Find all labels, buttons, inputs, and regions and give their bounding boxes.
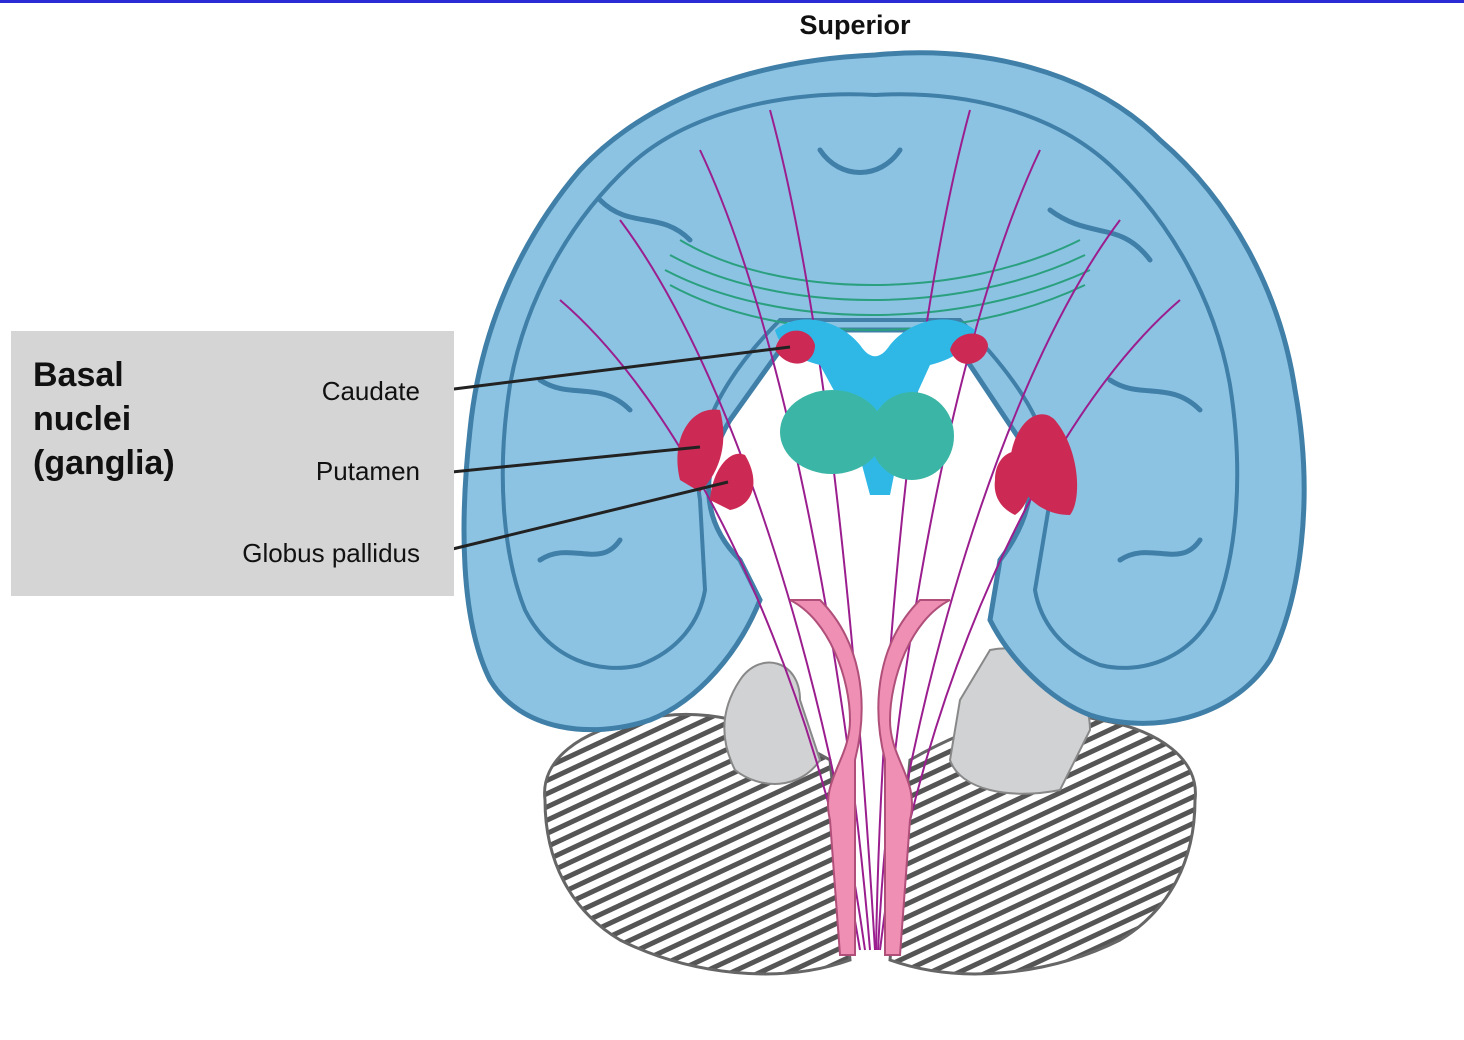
basal-nuclei-title: Basal nuclei (ganglia) — [33, 353, 175, 485]
orientation-superior-label: Superior — [740, 10, 970, 41]
title-line-2: nuclei — [33, 397, 175, 441]
globus-pallidus-label: Globus pallidus — [160, 538, 420, 569]
caudate-label: Caudate — [160, 376, 420, 407]
putamen-label: Putamen — [160, 456, 420, 487]
title-line-1: Basal — [33, 353, 175, 397]
cerebellum — [545, 714, 1196, 974]
title-line-3: (ganglia) — [33, 441, 175, 485]
